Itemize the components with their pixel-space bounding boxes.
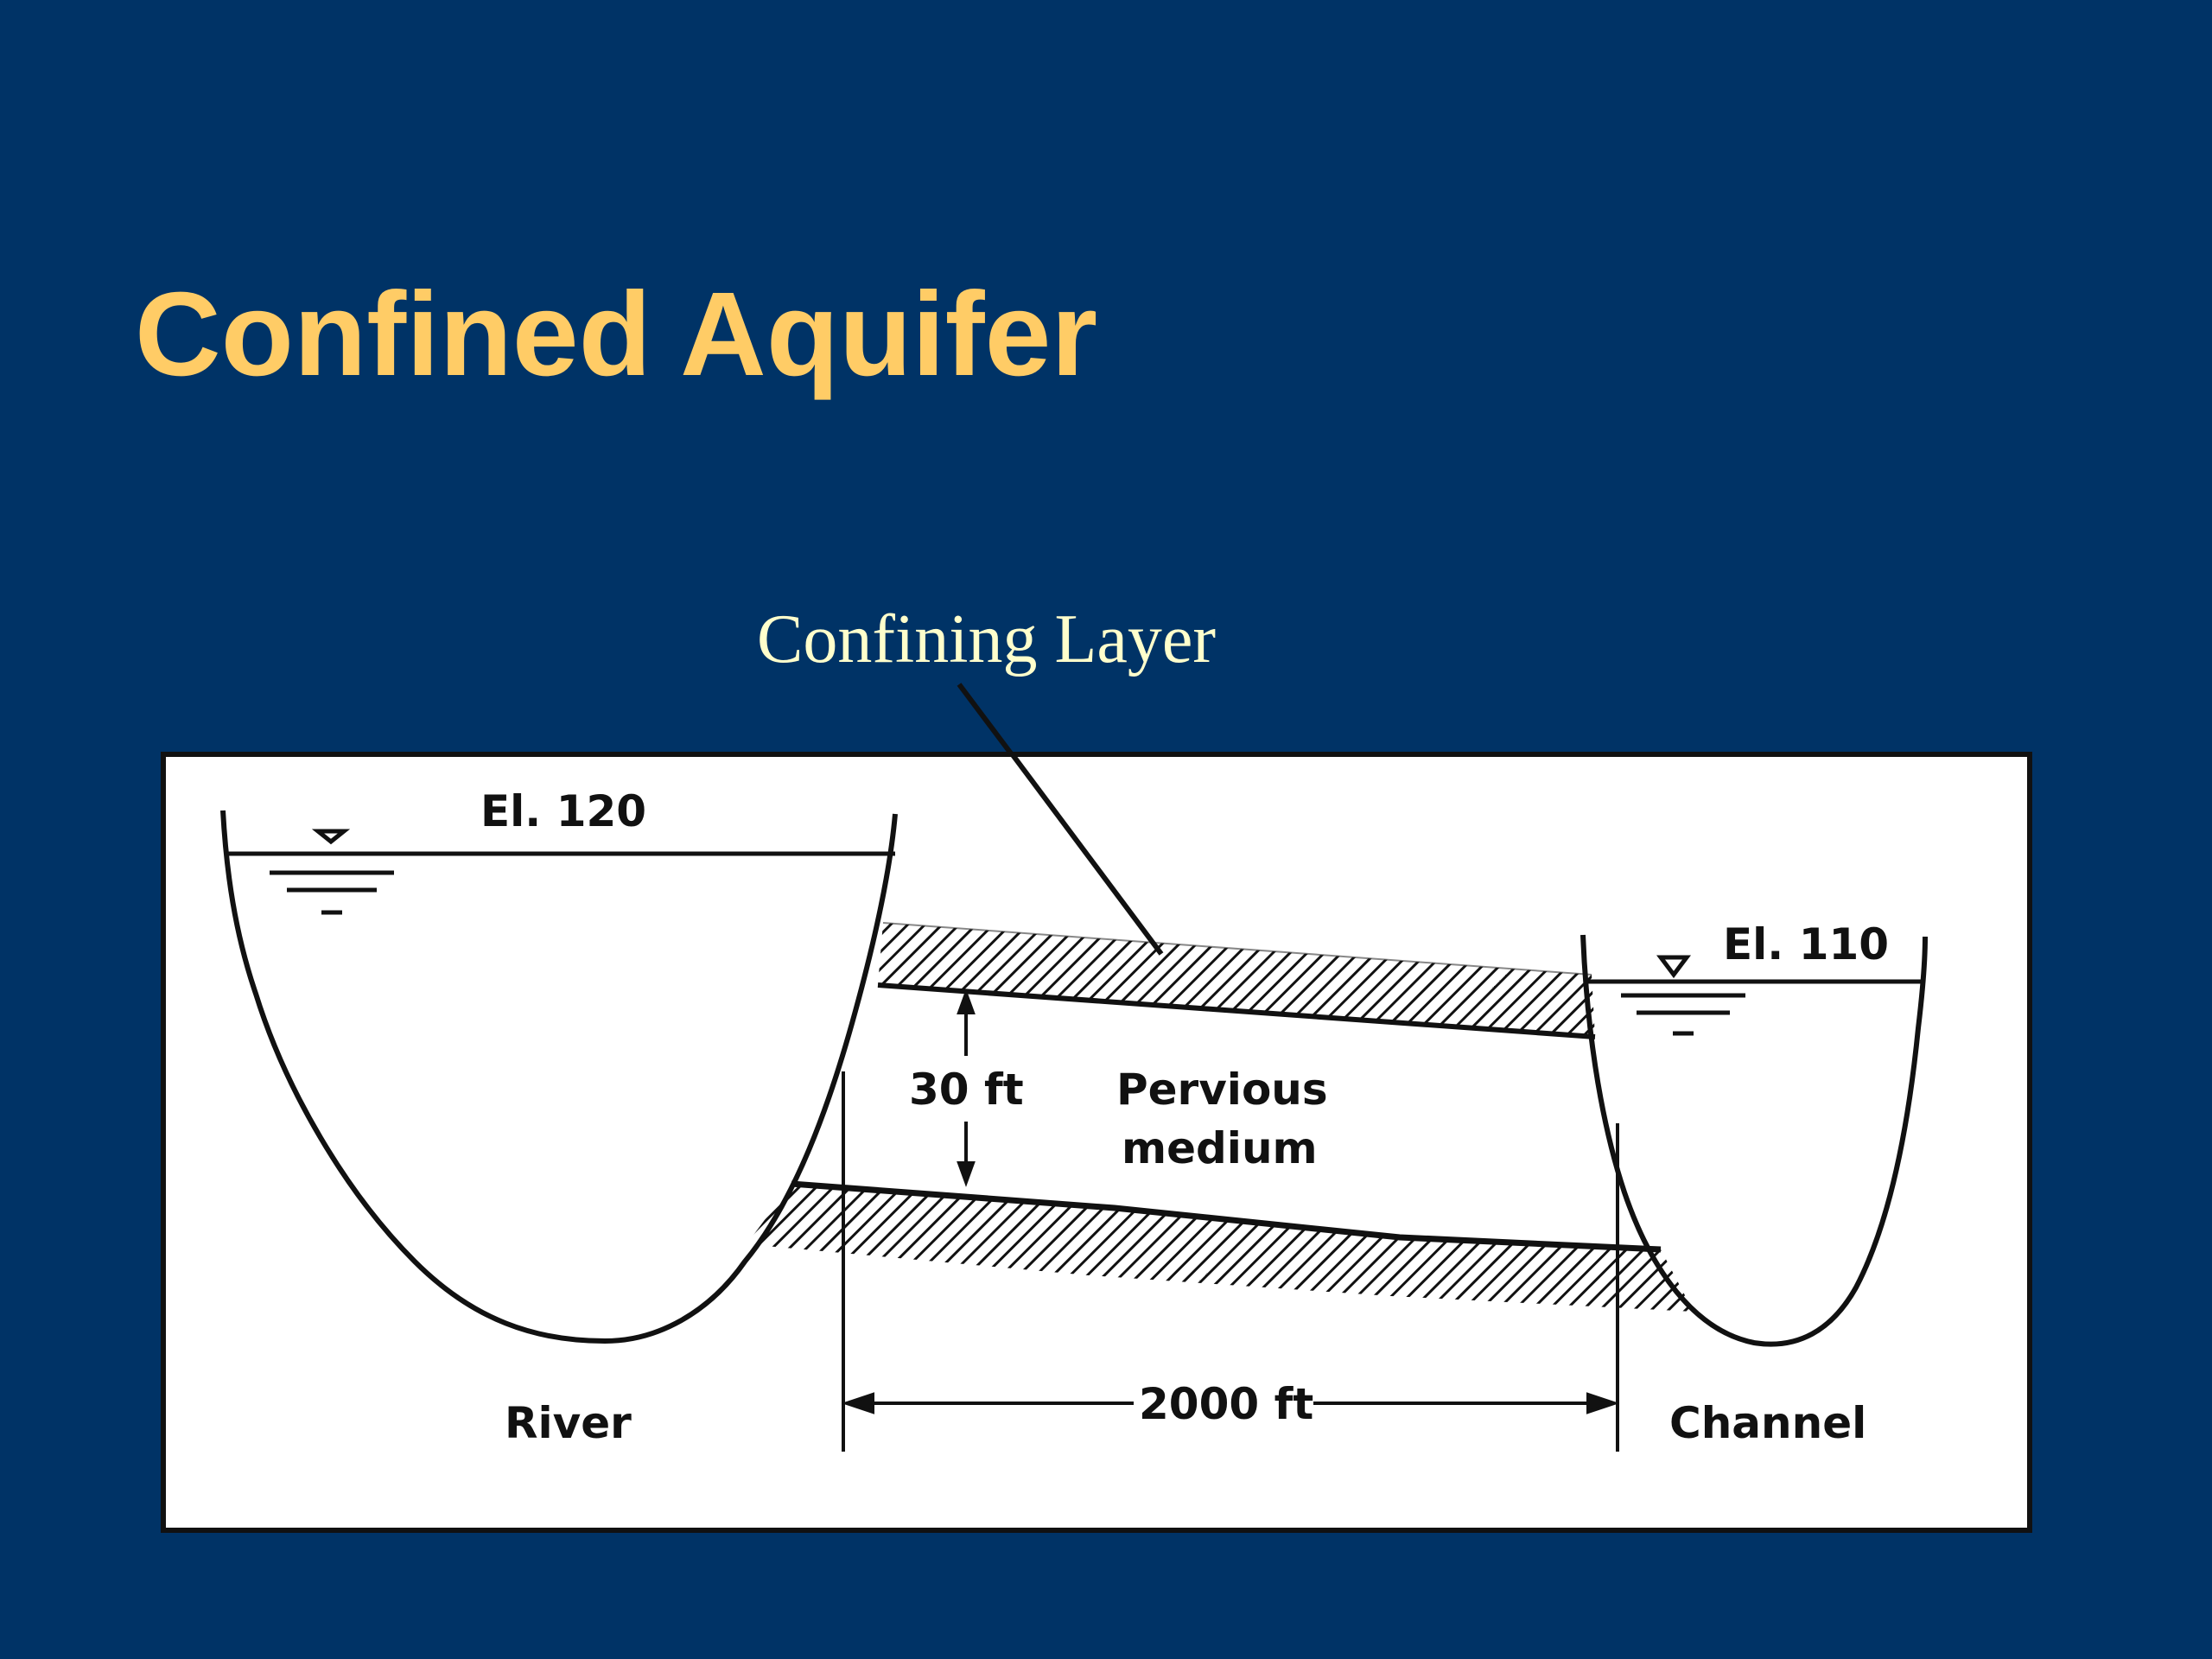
- channel-basin: [1580, 934, 1928, 1347]
- aquifer-cross-section: El. 120 El. 110 30 ft Pervious medium 20…: [220, 686, 1928, 1452]
- river-elevation-label: El. 120: [480, 786, 646, 836]
- thickness-label: 30 ft: [909, 1065, 1024, 1115]
- medium-label-line1: Pervious: [1116, 1065, 1328, 1115]
- channel-label: Channel: [1669, 1398, 1866, 1448]
- confining-layer-label: Confining Layer: [757, 601, 1216, 677]
- river-label: River: [505, 1398, 632, 1448]
- distance-dimension: [841, 1392, 1620, 1414]
- distance-label: 2000 ft: [1139, 1379, 1313, 1429]
- river-basin: [220, 810, 898, 1344]
- upper-confining-layer: [878, 923, 1595, 1037]
- medium-label-line2: medium: [1122, 1123, 1318, 1173]
- aquifer-diagram: El. 120 El. 110 30 ft Pervious medium 20…: [161, 686, 2032, 1533]
- slide-title: Confined Aquifer: [135, 268, 1098, 401]
- thickness-dimension: [957, 988, 976, 1187]
- callout-leader-line: [960, 686, 1164, 956]
- channel-water-level-icon: [1621, 955, 1745, 1036]
- lower-confining-layer: [747, 1184, 1694, 1312]
- river-water-level-icon: [270, 829, 394, 915]
- channel-elevation-label: El. 110: [1723, 919, 1889, 969]
